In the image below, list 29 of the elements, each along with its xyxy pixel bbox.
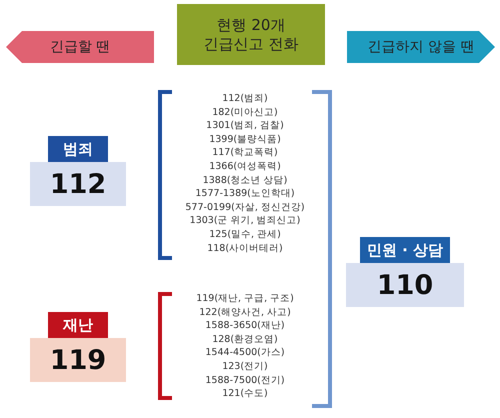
phone-number: 1303(군 위기, 범죄신고) [188, 214, 302, 228]
phone-number: 1544-4500(가스) [204, 346, 286, 360]
phone-number: 128(환경오염) [211, 332, 279, 346]
phone-number: 112(범죄) [221, 92, 269, 106]
category-tab: 범죄 [48, 136, 108, 162]
heading-box: 현행 20개 긴급신고 전화 [177, 4, 325, 65]
phone-number: 1366(여성폭력) [208, 160, 282, 174]
phone-number: 122(해양사건, 사고) [198, 306, 292, 320]
phone-number: 125(밀수, 관세) [208, 228, 282, 242]
phone-number: 121(수도) [221, 387, 269, 401]
phone-number: 119(재난, 구급, 구조) [195, 292, 295, 306]
phone-number: 1388(청소년 상담) [202, 174, 288, 188]
phone-number: 182(미아신고) [211, 106, 279, 120]
phone-number: 577-0199(자살, 정신건강) [184, 200, 306, 214]
number-card: 119 [30, 338, 126, 382]
phone-number: 123(전기) [221, 360, 269, 374]
phone-number: 1577-1389(노인학대) [194, 187, 296, 201]
number-card: 112 [30, 162, 126, 206]
phone-number: 117(학교폭력) [211, 146, 279, 160]
phone-number: 1588-3650(재난) [204, 319, 286, 333]
phone-number: 1301(범죄, 검찰) [205, 119, 285, 133]
category-tab: 재난 [48, 312, 108, 338]
phone-number: 1399(불량식품) [208, 132, 282, 146]
number-card: 110 [346, 263, 464, 307]
arrow-label: 긴급하지 않을 땐 [347, 31, 495, 63]
arrow-label: 긴급할 땐 [6, 31, 154, 63]
phone-number: 1588-7500(전기) [204, 374, 286, 388]
phone-number: 118(사이버테러) [206, 242, 284, 256]
category-tab: 민원 · 상담 [360, 237, 450, 263]
